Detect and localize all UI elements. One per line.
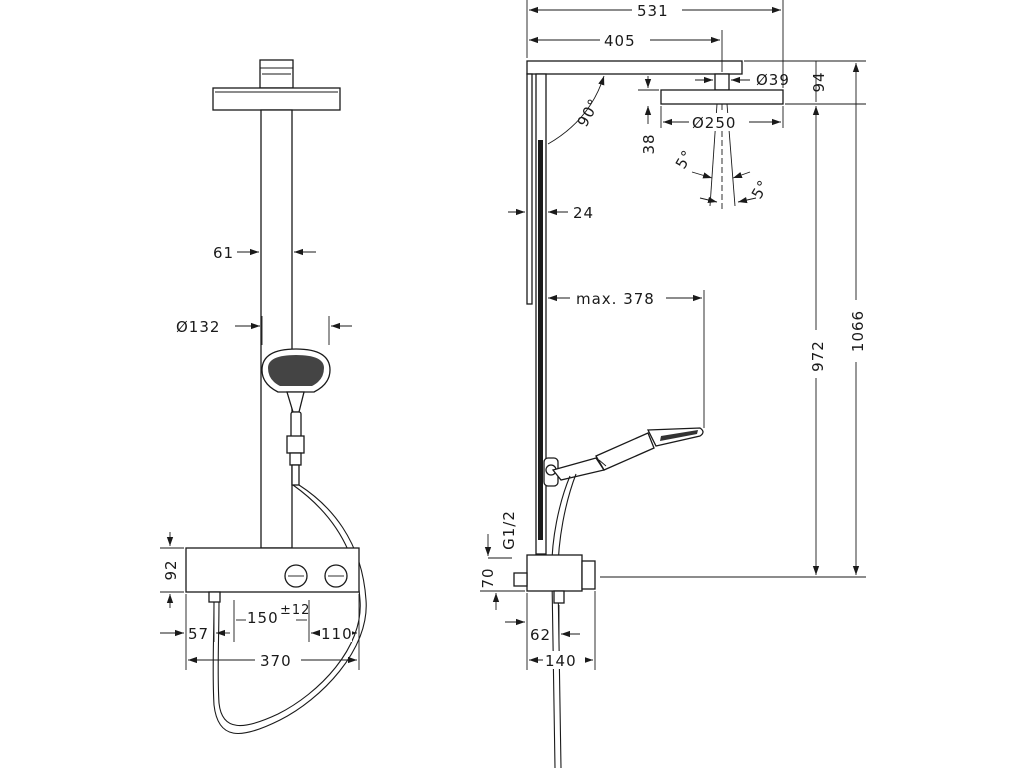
dim-405-label: 405 <box>604 32 636 50</box>
dim-d39-label: Ø39 <box>756 71 790 89</box>
side-wall-connector <box>513 572 528 587</box>
side-shower-connector <box>714 73 730 91</box>
dim-110-label: 110 <box>321 625 353 643</box>
dim-150-tolerance: ±12 <box>280 603 310 618</box>
dim-140-label: 140 <box>545 652 577 670</box>
dim-d250-label: Ø250 <box>692 114 736 132</box>
side-top-arm <box>526 60 743 75</box>
dim-g12-label: G1/2 <box>500 510 518 550</box>
side-hose-outlet <box>553 590 565 604</box>
dim-70-label: 70 <box>479 567 497 588</box>
side-hand-shower <box>551 427 704 481</box>
dim-150-label: 150 <box>247 609 279 627</box>
side-knob <box>581 560 596 590</box>
dim-d132-label: Ø132 <box>176 318 220 336</box>
side-view: 531 405 Ø39 94 90° Ø250 38 5° <box>479 0 867 768</box>
side-overhead-shower <box>660 89 784 105</box>
front-overhead-shower <box>212 87 341 111</box>
side-thermostat-body <box>526 554 583 592</box>
front-hose <box>212 484 367 735</box>
front-hand-shower <box>261 348 331 486</box>
dim-max378-label: max. 378 <box>576 290 655 308</box>
dim-92-label: 92 <box>162 559 180 580</box>
dim-57-label: 57 <box>188 625 209 643</box>
front-view: 61 Ø132 92 57 150 ±12 110 <box>160 59 367 735</box>
front-riser-pipe <box>260 109 293 549</box>
dim-5b-label: 5° <box>748 177 773 202</box>
dim-94-label: 94 <box>810 71 828 92</box>
dim-61-label: 61 <box>213 244 234 262</box>
dim-5a-label: 5° <box>672 147 697 172</box>
dim-38-label: 38 <box>640 133 658 154</box>
dim-972-label: 972 <box>809 340 827 372</box>
dim-angle-90-label: 90° <box>574 95 604 130</box>
side-hose <box>551 475 571 768</box>
dim-531-label: 531 <box>637 2 669 20</box>
dim-370-label: 370 <box>260 652 292 670</box>
dim-24-label: 24 <box>573 204 594 222</box>
dim-1066-label: 1066 <box>849 310 867 352</box>
side-wall-bar <box>526 73 533 305</box>
dim-62-label: 62 <box>530 626 551 644</box>
front-hose-connector <box>208 591 221 603</box>
